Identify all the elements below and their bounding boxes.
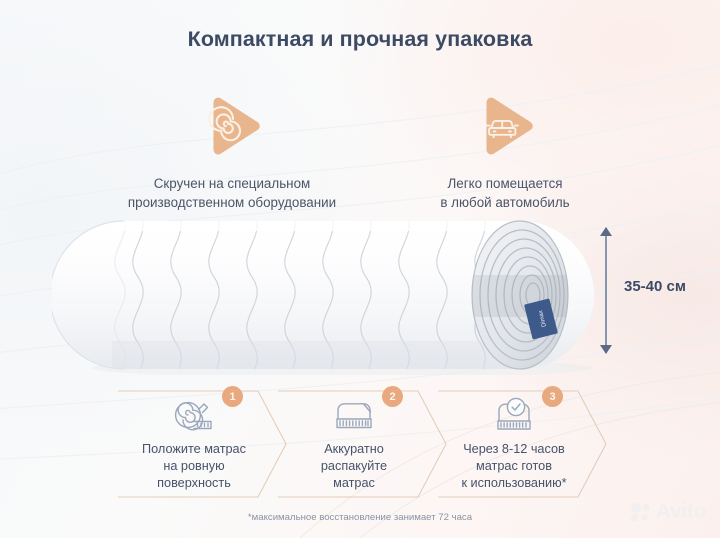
feature-item-2: Легко помещается в любой автомобиль: [392, 96, 618, 212]
step-label-2: Аккуратно распакуйте матрас: [320, 442, 388, 490]
brand-tag: Dimax: [524, 298, 558, 340]
dimension-line: [605, 228, 607, 353]
step-card-1: Положите матрас на ровную поверхность 1: [118, 386, 290, 500]
steps-section: Положите матрас на ровную поверхность 1 …: [118, 386, 610, 500]
footnote: *максимальное восстановление занимает 72…: [247, 512, 473, 523]
svg-text:Dimax: Dimax: [538, 310, 548, 328]
avito-watermark: Avito: [630, 500, 706, 524]
step-badge-1: 1: [222, 386, 243, 407]
mattress-check-icon: [438, 396, 590, 436]
rolled-mattress-icon: [118, 396, 270, 436]
spiral-roll-icon: [200, 96, 264, 158]
rolled-mattress-image: Dimax: [49, 215, 597, 378]
step-badge-3: 3: [542, 386, 563, 407]
chevron-outline: [118, 390, 287, 498]
avito-logo-icon: [630, 502, 650, 522]
chevron-outline: [278, 390, 447, 498]
step-label-1: Положите матрас на ровную поверхность: [142, 442, 246, 490]
page-title: Компактная и прочная упаковка: [187, 27, 533, 51]
dimension-label: 35-40 см: [624, 278, 686, 295]
step-label-3: Через 8-12 часов матрас готов к использо…: [461, 442, 567, 490]
mattress-unpack-icon: [278, 396, 430, 436]
step-badge-2: 2: [382, 386, 403, 407]
chevron-outline: [438, 390, 607, 498]
avito-wordmark: Avito: [655, 500, 707, 523]
arrow-up-icon: [600, 227, 612, 236]
feature-label-2: Легко помещается в любой автомобиль: [440, 176, 570, 211]
dimension-indicator: 35-40 см: [600, 227, 710, 354]
step-card-3: Через 8-12 часов матрас готов к использо…: [438, 386, 610, 500]
step-card-2: Аккуратно распакуйте матрас 2: [278, 386, 450, 500]
arrow-down-icon: [600, 345, 612, 354]
feature-item-1: Скручен на специальном производственном …: [82, 96, 382, 212]
feature-label-1: Скручен на специальном производственном …: [127, 176, 337, 211]
car-icon: [473, 96, 537, 158]
